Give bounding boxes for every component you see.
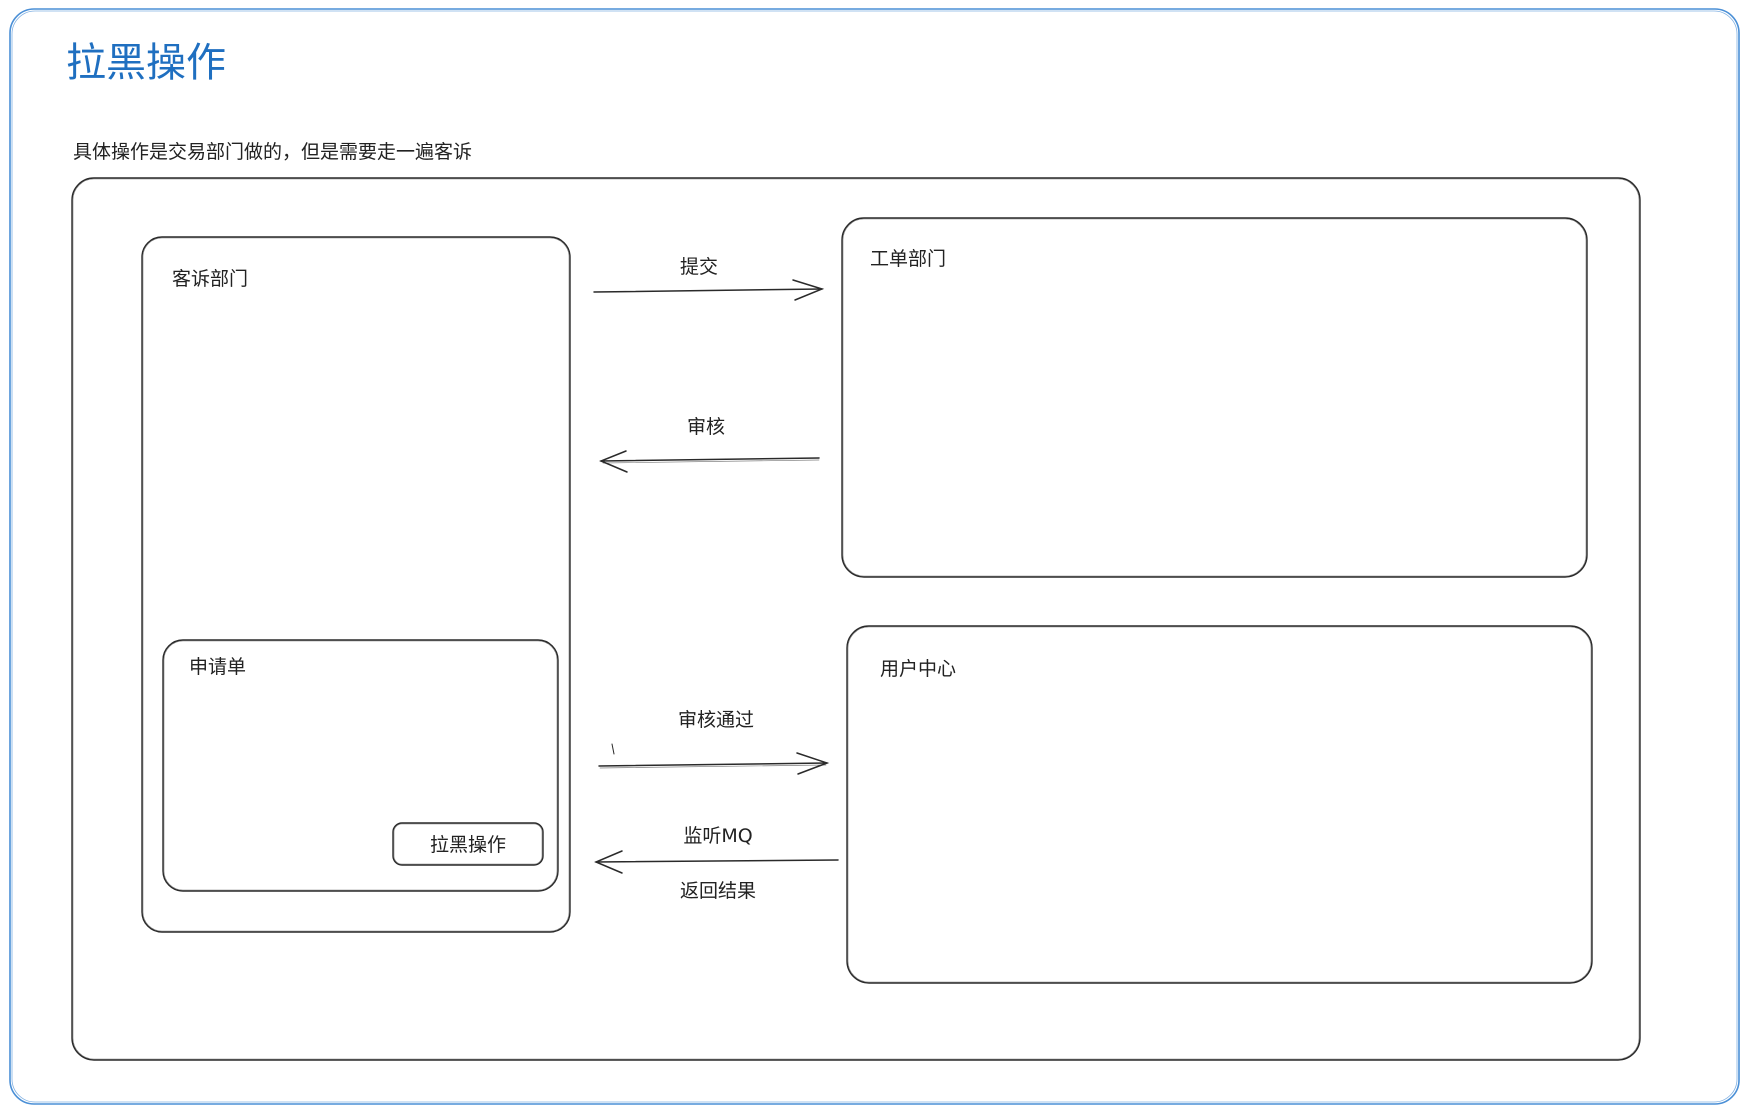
complaint-dept-label: 客诉部门: [172, 268, 248, 290]
complaint-dept-box: 客诉部门: [141, 236, 571, 933]
listen-mq-arrow: [594, 850, 839, 874]
page-subtitle: 具体操作是交易部门做的，但是需要走一遍客诉: [73, 141, 472, 163]
submit-arrow: [593, 279, 825, 301]
ticket-dept-label: 工单部门: [870, 248, 946, 270]
main-container: [71, 177, 1641, 1061]
review-label: 审核: [687, 416, 725, 438]
page-title: 拉黑操作: [66, 40, 226, 86]
approved-arrow: [598, 743, 830, 775]
approved-label: 审核通过: [678, 709, 754, 731]
application-box: 申请单: [162, 639, 559, 892]
application-label: 申请单: [189, 656, 246, 678]
user-center-box: 用户中心: [846, 625, 1593, 984]
listen-mq-label: 监听MQ: [683, 825, 752, 847]
blacklist-button-label: 拉黑操作: [430, 834, 506, 856]
blacklist-button[interactable]: 拉黑操作: [392, 822, 544, 866]
return-result-label: 返回结果: [680, 880, 756, 902]
review-arrow: [599, 450, 820, 473]
page-frame: [9, 8, 1740, 1105]
submit-label: 提交: [680, 256, 718, 278]
user-center-label: 用户中心: [880, 658, 956, 680]
ticket-dept-box: 工单部门: [841, 217, 1588, 578]
